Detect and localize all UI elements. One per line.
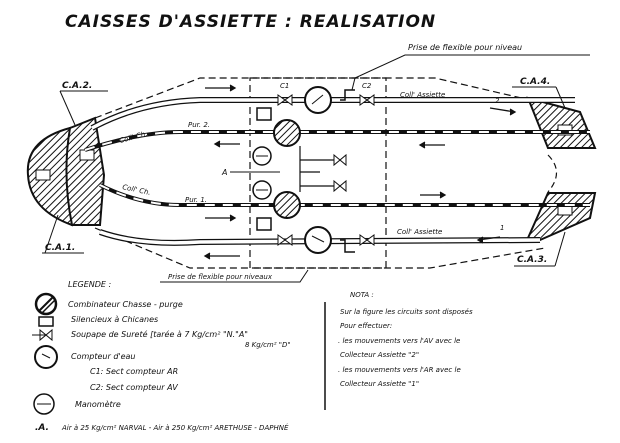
rear-tanks-ca3-ca4 (526, 96, 597, 242)
nota-title: NOTA : (350, 291, 374, 299)
label-c2: C2 (362, 82, 372, 90)
label-a: A (221, 168, 227, 177)
legend-item: Silencieux à Chicanes (71, 315, 158, 324)
label-pur2: Pur. 2. (188, 121, 210, 129)
prise-top-label: Prise de flexible pour niveau (408, 43, 522, 52)
legend-item: C2: Sect compteur AV (90, 383, 178, 392)
label-coll-assiette-bottom: Coll' Assiette (397, 228, 442, 236)
valve-mid-bottom (333, 179, 347, 193)
legend-item: 8 Kg/cm² "D" (245, 341, 291, 349)
water-meter-icon (34, 345, 58, 369)
safety-valve-icon (32, 328, 53, 342)
footer-marker: .A. (35, 423, 49, 433)
nota-line: Collecteur Assiette "2" (340, 351, 419, 359)
central-compartment (249, 77, 387, 269)
label-ca2: C.A.2. (62, 81, 92, 91)
front-tanks-ca1-ca2 (26, 116, 106, 227)
label-ca3: C.A.3. (517, 255, 547, 265)
legend-item: Manomètre (75, 399, 121, 409)
manometer-top (252, 146, 272, 166)
manometer-bottom (252, 180, 272, 200)
legend-item: C1: Sect compteur AR (90, 367, 178, 376)
valve-c2 (359, 94, 375, 106)
label-ca4: C.A.4. (520, 77, 550, 87)
water-meter-c2 (304, 226, 332, 254)
nota-line: Sur la figure les circuits sont disposés (340, 308, 473, 316)
pipes (84, 97, 590, 246)
label-c1: C1 (280, 82, 289, 90)
nota-line: . les mouvements vers l'AR avec le (338, 366, 461, 374)
page-title: CAISSES D'ASSIETTE : REALISATION (65, 12, 436, 32)
valve-mid-top (333, 153, 347, 167)
legend-item: Soupape de Sureté [tarée à 7 Kg/cm² "N."… (71, 329, 248, 339)
footer-text: Air à 25 Kg/cm² NARVAL - Air à 250 Kg/cm… (61, 423, 289, 432)
prise-flexible-top-callout: Prise de flexible pour niveau (351, 43, 590, 91)
label-coll-assiette-top: Coll' Assiette (400, 91, 445, 99)
legend-title: LEGENDE : (68, 280, 112, 289)
silencer-icon (38, 316, 54, 327)
combinator-top (273, 119, 301, 147)
label-num1: 1 (500, 224, 504, 232)
prise-bottom-label: Prise de flexible pour niveaux (168, 273, 273, 281)
silencer-bottom (256, 217, 272, 231)
nota-line: Collecteur Assiette "1" (340, 380, 419, 388)
valve-bottom-right (359, 234, 375, 246)
label-ca1: C.A.1. (45, 243, 75, 253)
prise-flexible-bottom-callout: Prise de flexible pour niveaux (160, 269, 309, 283)
combinator-icon (34, 292, 58, 316)
flow-arrows (203, 84, 517, 260)
label-num2: 2 (495, 97, 500, 105)
legend-item: Compteur d'eau (71, 352, 135, 361)
valve-c1 (277, 94, 293, 106)
flexible-tap-top (340, 89, 355, 101)
label-pur1: Pur. 1. (185, 196, 207, 204)
manometer-icon (33, 393, 55, 415)
water-meter-c1 (304, 86, 332, 114)
combinator-bottom (273, 191, 301, 219)
legend-item: Combinateur Chasse - purge (68, 300, 183, 309)
valve-bottom-left (277, 234, 293, 246)
label-coll-ch-top: Coll' Ch. (118, 130, 148, 145)
silencer-top (256, 107, 272, 121)
flexible-tap-bottom (340, 239, 355, 253)
nota-line: . les mouvements vers l'AV avec le (338, 337, 460, 345)
nota-line: Pour effectuer: (340, 322, 392, 330)
